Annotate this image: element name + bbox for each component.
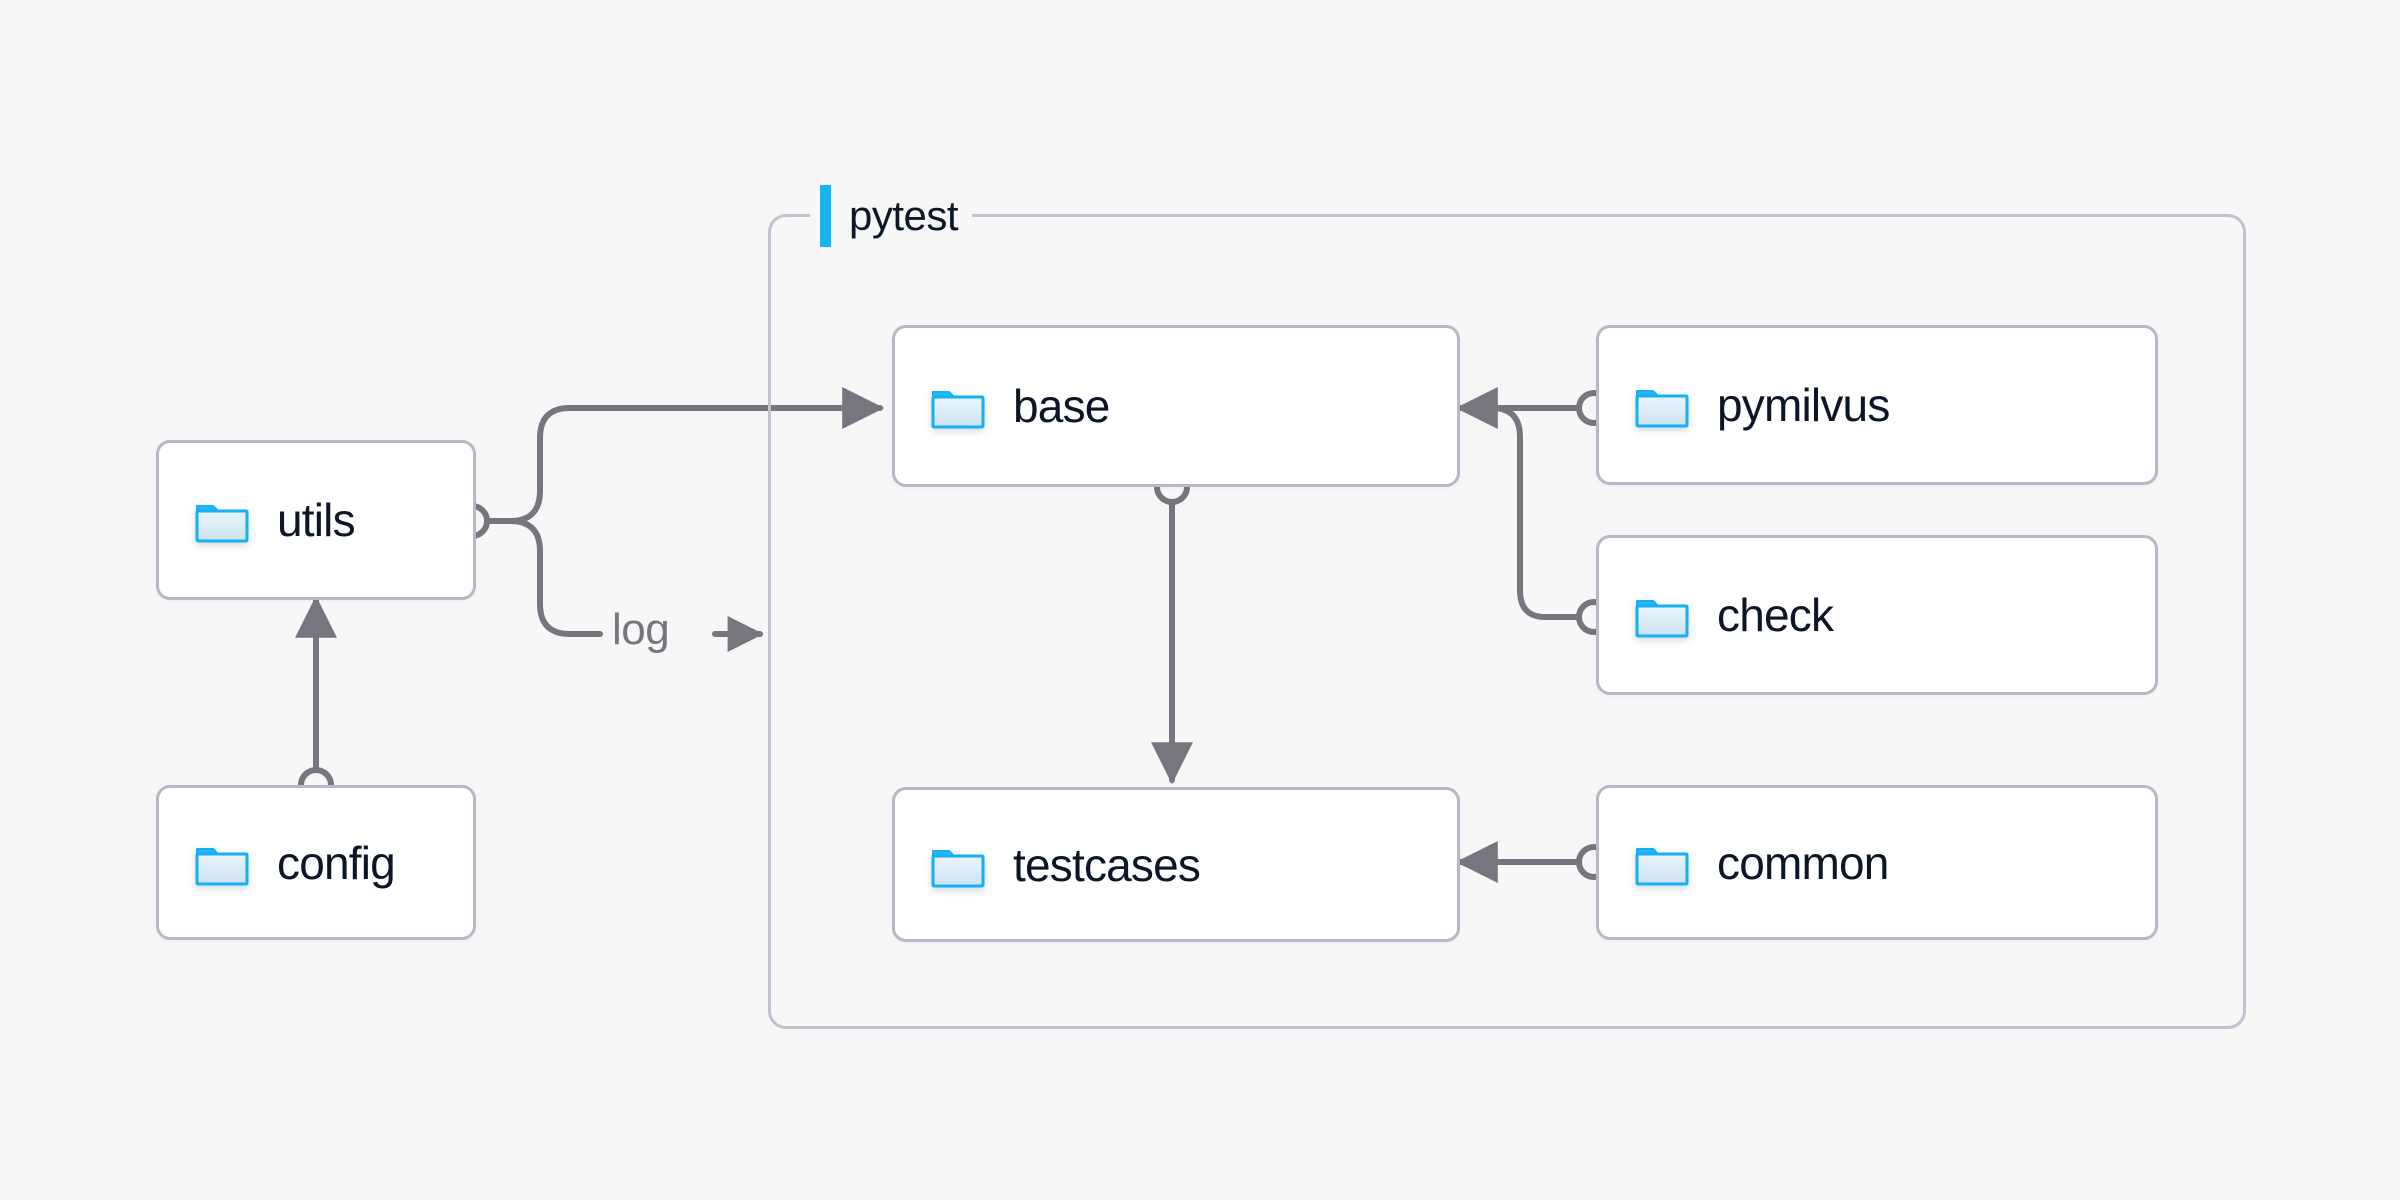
node-common[interactable]: common [1596,785,2158,940]
node-utils-content: utils [159,494,356,546]
node-utils[interactable]: utils [156,440,476,600]
node-check-content: check [1599,589,1834,641]
group-pytest-label-wrap: pytest [810,185,973,247]
node-base-content: base [895,383,1110,429]
node-base[interactable]: base [892,325,1460,487]
folder-icon [1635,847,1689,885]
edge-utils-log [507,518,603,637]
folder-icon [1635,390,1689,428]
folder-icon [195,505,249,543]
node-common-label: common [1717,836,1889,889]
edge-check-base [1457,405,1581,620]
node-common-content: common [1599,840,1889,886]
folder-icon [931,391,985,429]
node-utils-label: utils [277,494,356,546]
node-check[interactable]: check [1596,535,2158,695]
node-base-label: base [1013,380,1110,432]
accent-bar-icon [820,185,831,247]
node-check-label: check [1717,589,1834,641]
node-config-label: config [277,836,396,889]
node-testcases[interactable]: testcases [892,787,1460,942]
node-config[interactable]: config [156,785,476,940]
group-pytest-label: pytest [849,192,959,239]
edge-label-log: log [604,608,678,652]
folder-icon [931,849,985,887]
node-config-content: config [159,836,396,889]
node-pymilvus-label: pymilvus [1717,379,1890,431]
folder-icon [1635,600,1689,638]
node-pymilvus[interactable]: pymilvus [1596,325,2158,485]
group-pytest[interactable] [768,214,2246,1029]
edge-utils-base [507,387,885,524]
node-pymilvus-content: pymilvus [1599,382,1890,428]
folder-icon [195,847,249,885]
node-testcases-content: testcases [895,838,1201,891]
node-testcases-label: testcases [1013,838,1201,891]
